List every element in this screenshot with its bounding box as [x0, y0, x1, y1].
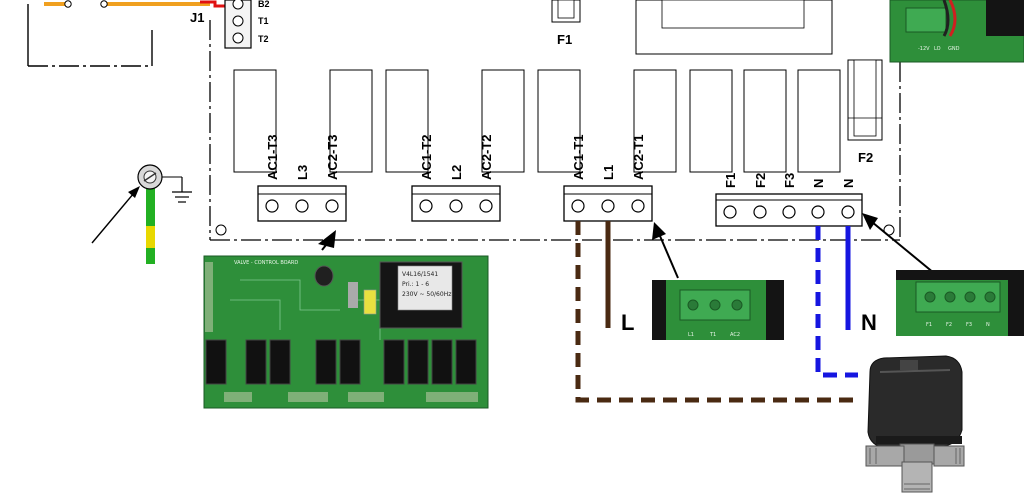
live-label: L [621, 310, 634, 335]
terminal-block-t3: AC1-T3 L3 AC2-T3 [257, 134, 347, 222]
pin-label: T1 [258, 16, 269, 26]
photo-terminal-output: F1 F2 F3 N [896, 270, 1024, 336]
terminal-label: L1 [601, 165, 616, 180]
neutral-label: N [861, 310, 877, 335]
silkscreen-text: N [986, 322, 990, 328]
silkscreen-title: VALVE - CONTROL BOARD [234, 260, 298, 266]
terminal-label: L3 [295, 165, 310, 180]
silkscreen-text: LO [934, 46, 941, 52]
terminal-block-t1: AC1-T1 L1 AC2-T1 [563, 134, 653, 222]
silkscreen-text: F3 [966, 322, 972, 328]
terminal-label: F2 [753, 173, 768, 188]
silkscreen-text: F2 [946, 322, 952, 328]
photo-terminal-l1: L1 T1 AC2 [652, 280, 784, 340]
terminal-label: AC1-T2 [419, 134, 434, 180]
photo-top-right-board: -12V LO GND [889, 0, 1024, 63]
terminal-label: AC2-T1 [631, 134, 646, 180]
photo-pcb-board: VALVE - CONTROL BOARD V4L16/1541 Pri.: 1… [203, 255, 489, 409]
terminal-label: F1 [723, 173, 738, 188]
top-left-schematic: J1 [27, 0, 225, 67]
pin-label: T2 [258, 34, 269, 44]
fuse-f1: F1 [551, 0, 581, 47]
transformer-text: V4L16/1541 [402, 271, 438, 278]
j1-label: J1 [190, 10, 204, 25]
terminal-label: AC1-T3 [265, 134, 280, 180]
silkscreen-text: T1 [709, 332, 716, 338]
arrow-to-output-block [862, 213, 941, 279]
pcb-relays [205, 339, 477, 385]
terminal-block-output: F1 F2 F3 N N [715, 173, 863, 227]
silkscreen-text: GND [948, 46, 960, 52]
terminal-label: AC2-T2 [479, 134, 494, 180]
fuse-f1-label: F1 [557, 32, 572, 47]
terminal-label: N [841, 179, 856, 188]
transformer-text: Pri.: 1 - 6 [402, 281, 429, 288]
fuse-f2-label: F2 [858, 150, 873, 165]
capacitor-icon [314, 265, 334, 287]
live-wires [575, 221, 858, 403]
silkscreen-text: F1 [926, 322, 932, 328]
terminal-label: N [811, 179, 826, 188]
transformer-text: 230V ~ 50/60Hz [402, 291, 451, 298]
fuse-f2: F2 [847, 59, 883, 165]
terminal-block-t2: AC1-T2 L2 AC2-T2 [411, 134, 501, 222]
arrow-to-ac2-t1 [652, 222, 679, 279]
pin-label: B2 [258, 0, 270, 9]
terminal-label: F3 [782, 173, 797, 188]
terminal-label: AC2-T3 [325, 134, 340, 180]
terminal-label: AC1-T1 [571, 134, 586, 180]
silkscreen-text: AC2 [730, 332, 740, 338]
terminal-label: L2 [449, 165, 464, 180]
transformer-outline [635, 0, 833, 55]
earth-terminal [91, 164, 192, 264]
arrow-to-t3 [318, 230, 336, 251]
relay-outlines [233, 69, 841, 173]
neutral-wires [815, 226, 858, 378]
ground-symbol-icon [172, 177, 192, 203]
motorized-valve-icon [865, 355, 965, 493]
silkscreen-text: L1 [688, 332, 694, 338]
silkscreen-text: -12V [918, 46, 930, 52]
top-connector: B2 T1 T2 [224, 0, 270, 49]
